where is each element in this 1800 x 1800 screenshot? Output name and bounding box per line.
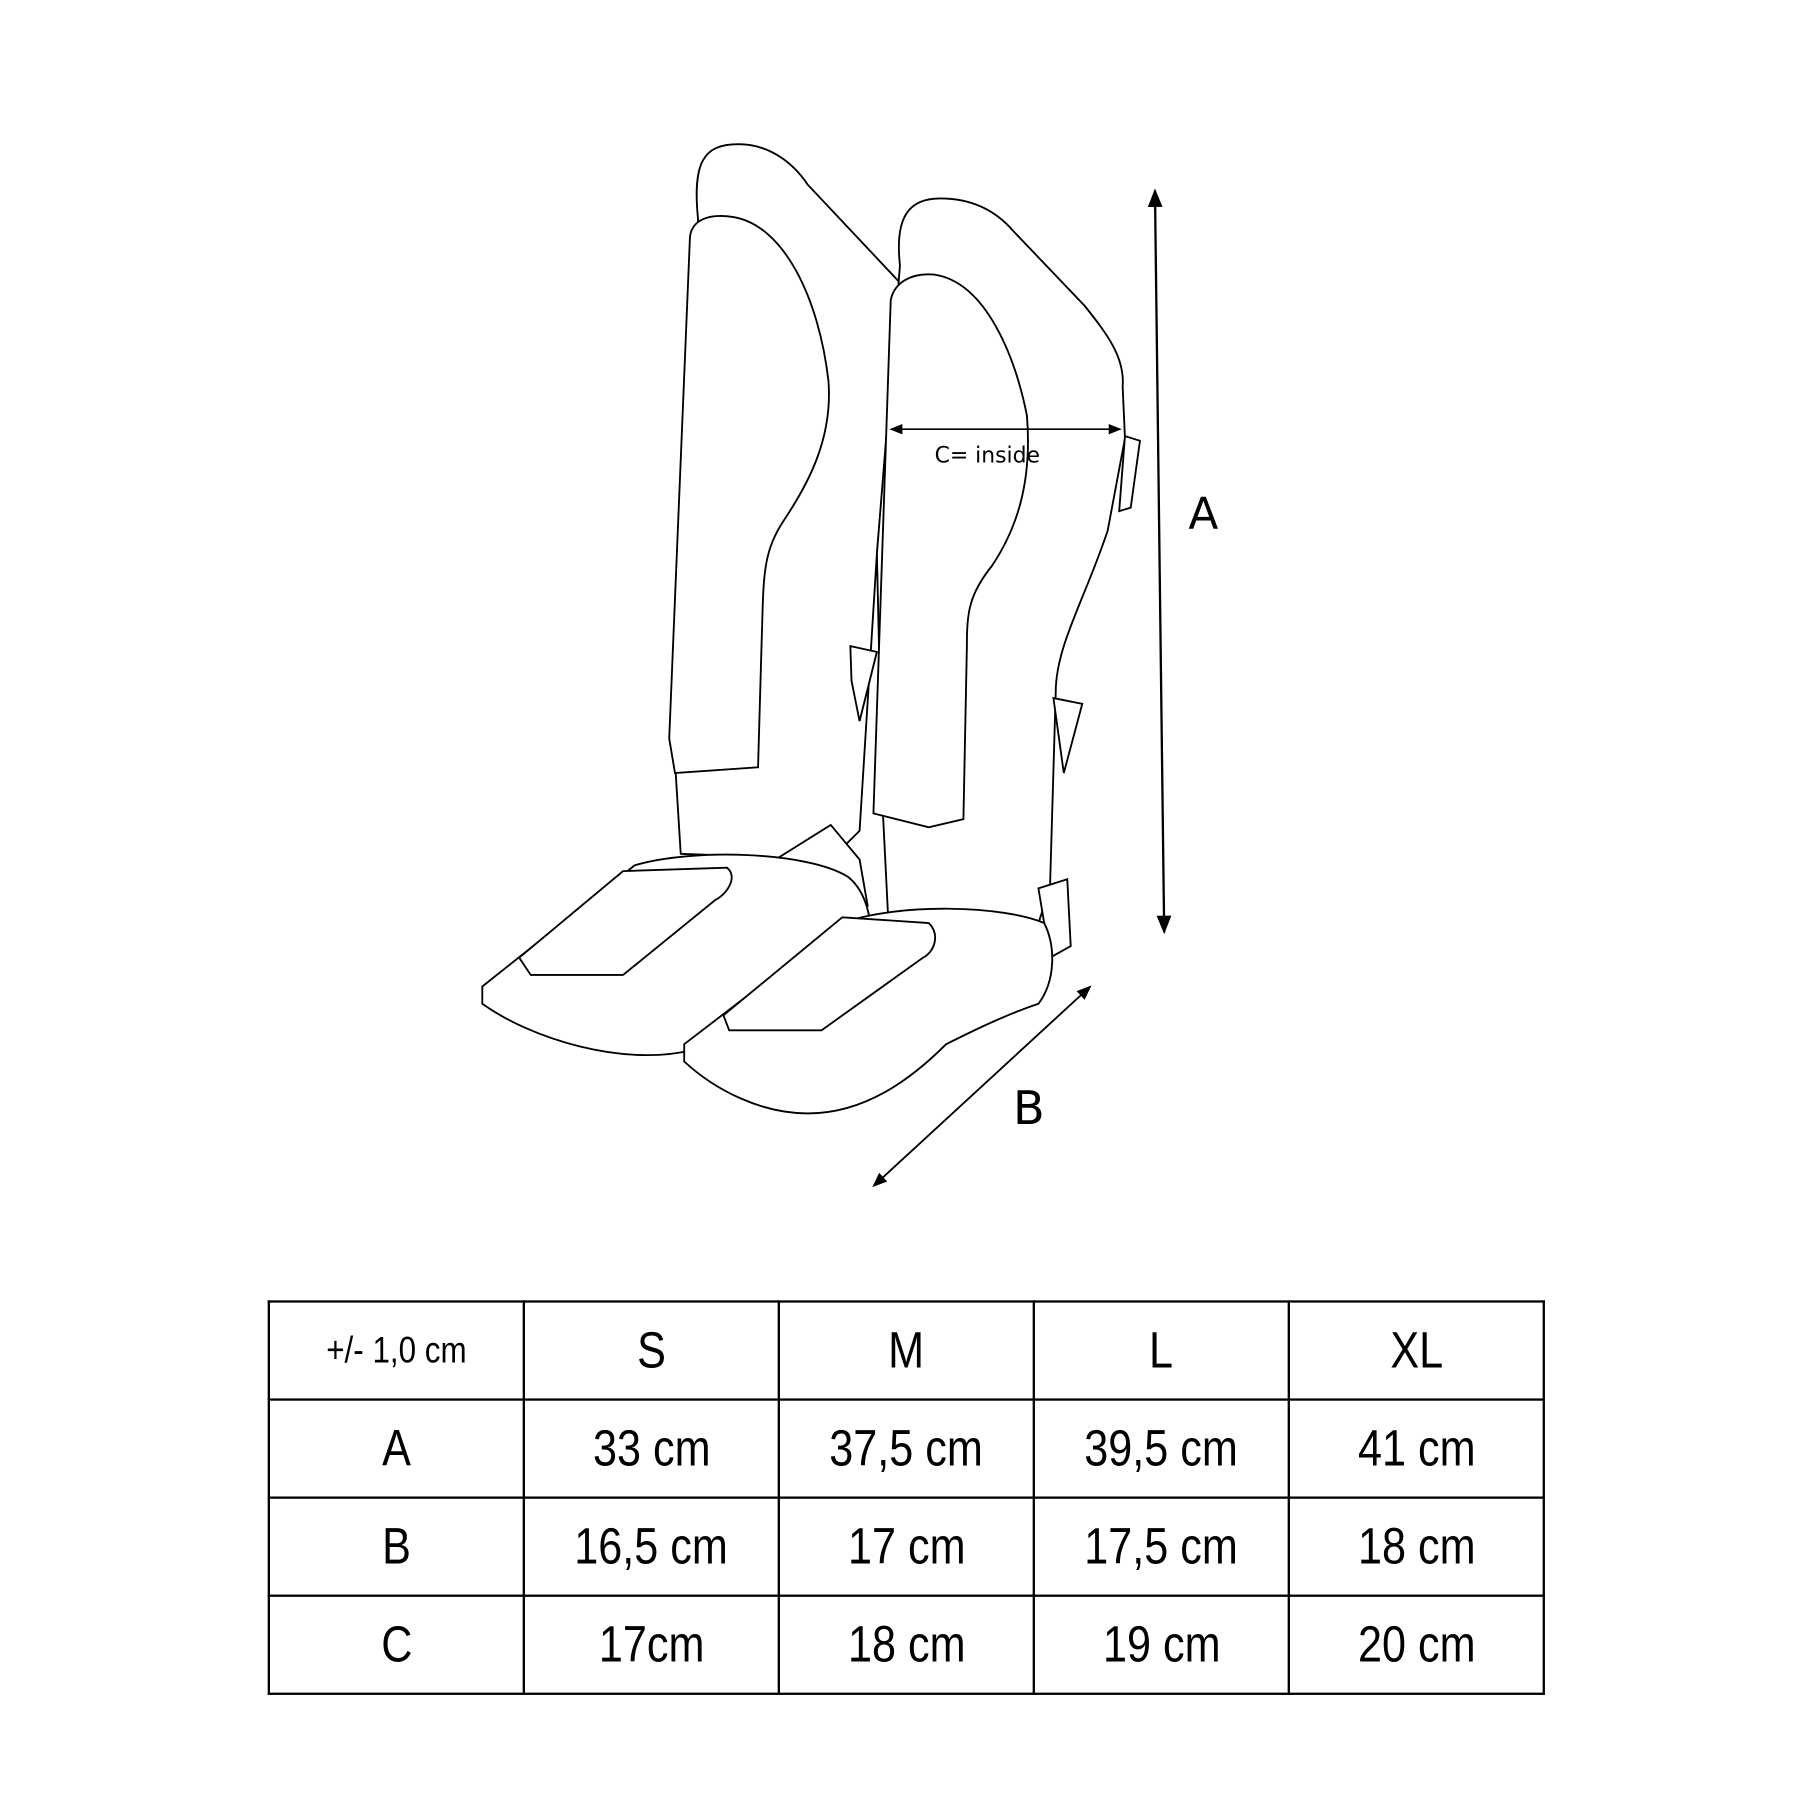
header-cell: S	[522, 1300, 780, 1401]
dimension-a-arrow	[1147, 188, 1172, 935]
header-cell: L	[1032, 1300, 1290, 1401]
label-a: A	[1188, 488, 1218, 539]
size-table: +/- 1,0 cm S M L XL A 33 cm 37,5 cm 39,5…	[267, 1300, 1545, 1695]
table-cell: 18 cm	[777, 1594, 1035, 1695]
table-cell: 19 cm	[1032, 1594, 1290, 1695]
table-cell: 16,5 cm	[522, 1496, 780, 1597]
table-cell: 18 cm	[1287, 1496, 1545, 1597]
header-cell: M	[777, 1300, 1035, 1401]
label-b: B	[1013, 1081, 1045, 1135]
table-cell: 17 cm	[777, 1496, 1035, 1597]
table-cell: 20 cm	[1287, 1594, 1545, 1695]
header-cell: XL	[1287, 1300, 1545, 1401]
table-cell: 37,5 cm	[777, 1398, 1035, 1499]
table-cell: 17,5 cm	[1032, 1496, 1290, 1597]
table-row: B 16,5 cm 17 cm 17,5 cm 18 cm	[267, 1496, 1545, 1597]
dimension-b-arrow	[872, 985, 1092, 1188]
row-label: A	[267, 1398, 525, 1499]
table-cell: 17cm	[522, 1594, 780, 1695]
table-header-row: +/- 1,0 cm S M L XL	[267, 1300, 1545, 1401]
table-cell: 39,5 cm	[1032, 1398, 1290, 1499]
tolerance-cell: +/- 1,0 cm	[267, 1300, 525, 1401]
table-cell: 33 cm	[522, 1398, 780, 1499]
table-row: A 33 cm 37,5 cm 39,5 cm 41 cm	[267, 1398, 1545, 1499]
row-label: C	[267, 1594, 525, 1695]
row-label: B	[267, 1496, 525, 1597]
left-shin-guard	[481, 143, 901, 1057]
label-c: C= inside	[935, 444, 1040, 469]
right-shin-guard	[683, 197, 1141, 1115]
table-row: C 17cm 18 cm 19 cm 20 cm	[267, 1594, 1545, 1695]
table-cell: 41 cm	[1287, 1398, 1545, 1499]
